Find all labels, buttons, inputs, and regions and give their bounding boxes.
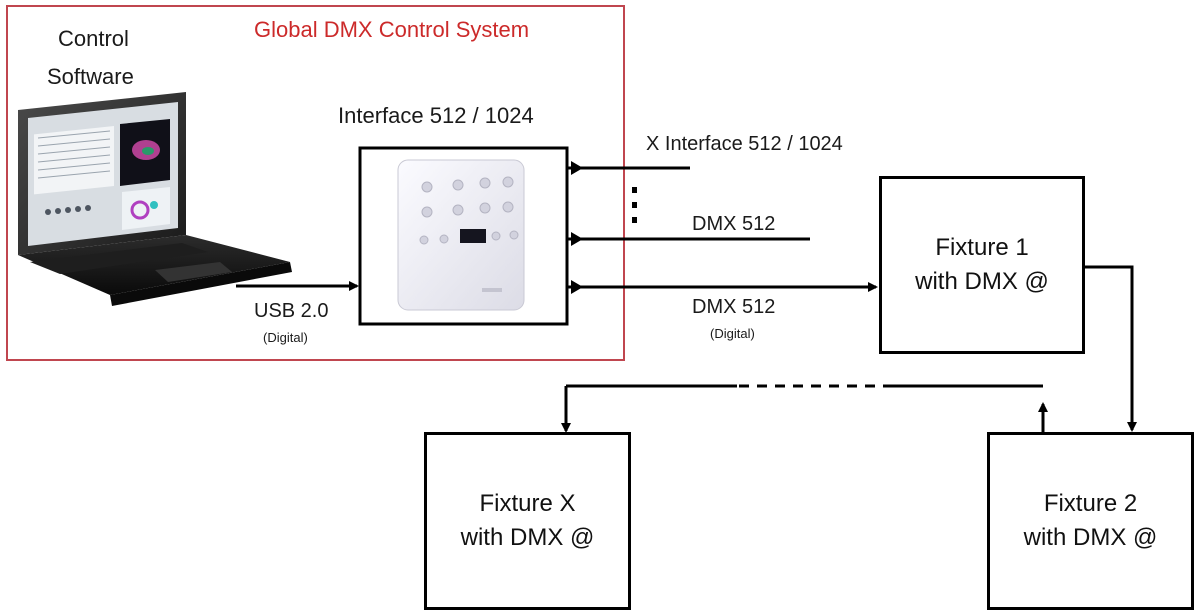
software-label-line1: Control [58,26,129,51]
dmx-interface-device-icon [397,159,525,311]
fixture-2-name: Fixture 2 [1043,490,1138,517]
system-boundary [6,5,625,361]
system-title: Global DMX Control System [254,17,530,42]
fixture-2-dmx: with DMX @ [1023,524,1158,551]
fixture-x-box: Fixture X with DMX @ [424,432,631,610]
software-label-line2: Software [47,64,134,89]
dmx-a-label: DMX 512 [692,213,776,235]
more-outputs-ellipsis [632,187,637,223]
dmx-b-sublabel: (Digital) [710,326,755,341]
fixture-x-dmx: with DMX @ [460,524,595,551]
fixture-2-box: Fixture 2 with DMX @ [987,432,1194,610]
usb-sublabel: (Digital) [263,330,308,345]
laptop-icon [18,92,292,306]
fixture-x-name: Fixture X [479,490,576,517]
fixture-1-name: Fixture 1 [935,234,1029,261]
usb-label: USB 2.0 [254,300,329,322]
x-interface-label: X Interface 512 / 1024 [646,133,843,155]
f1-to-f2-link [1084,265,1137,432]
interface-title: Interface 512 / 1024 [338,103,534,128]
fixture-1-box: Fixture 1 with DMX @ [879,176,1085,354]
dmx-b-label: DMX 512 [692,296,776,318]
fixture-1-dmx: with DMX @ [915,268,1049,295]
